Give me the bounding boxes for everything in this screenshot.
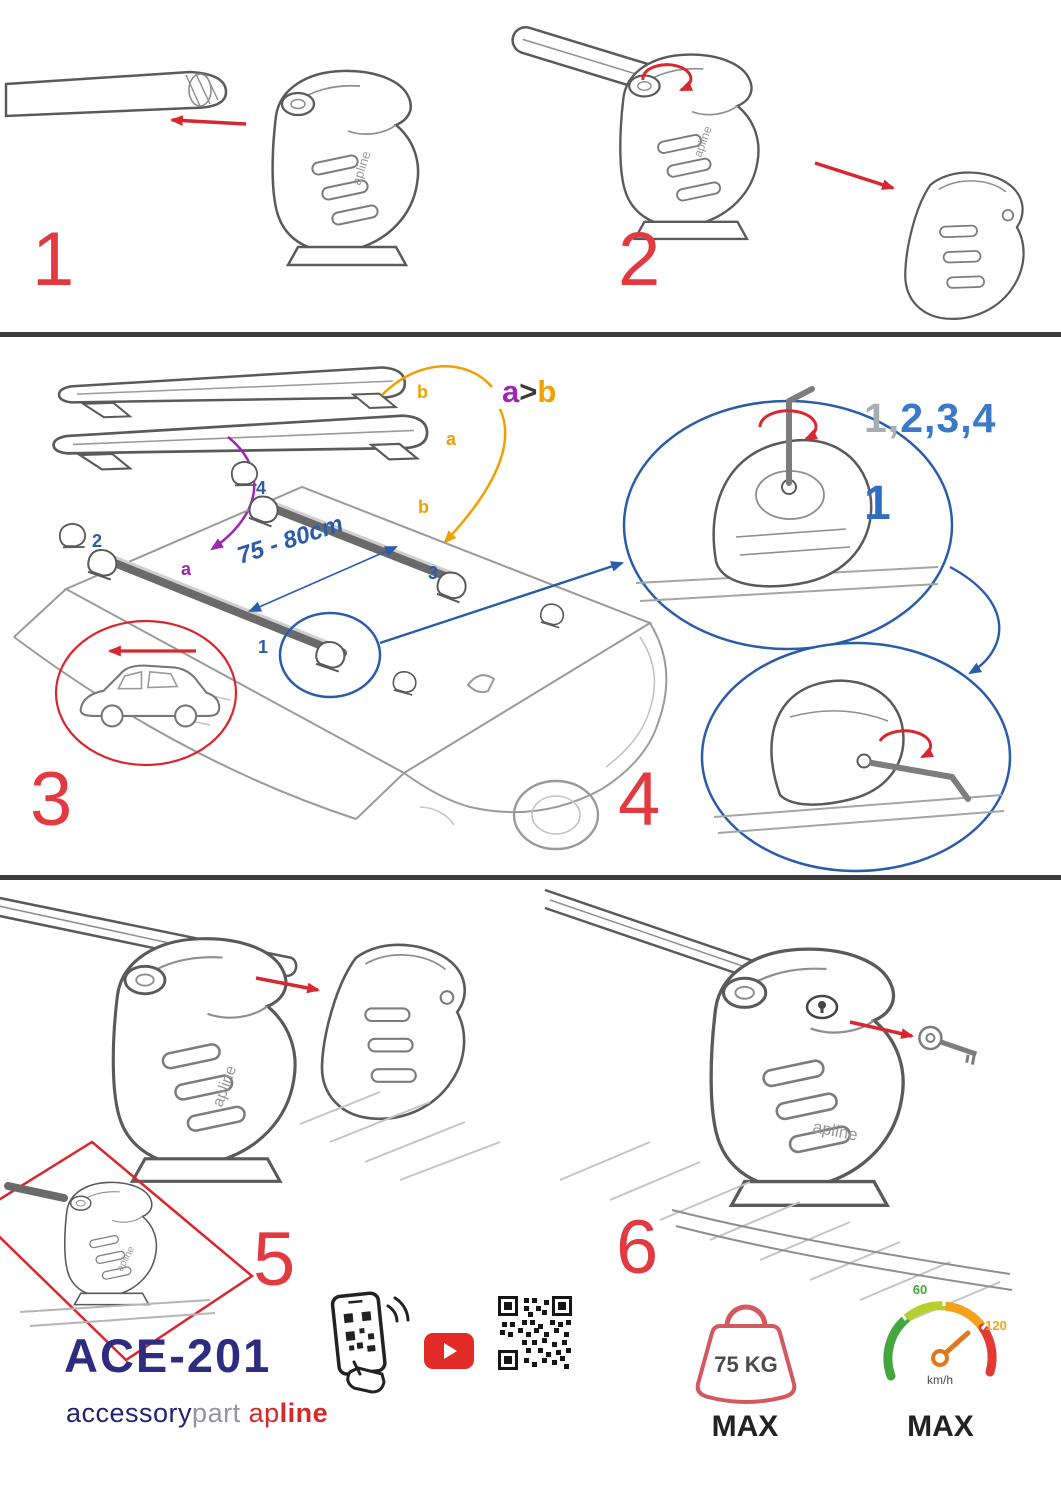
roof-number-1: 1 [258,637,269,657]
brand-accessory: accessory [66,1398,193,1428]
roof-number-4: 4 [256,478,267,498]
section-divider-1 [0,332,1061,337]
foot-cover-illustration: apline [511,25,1036,330]
roof-surface-hatch [559,1141,1001,1321]
phone-scan-icon [330,1291,410,1394]
cover-attach-illustration: apline [0,896,501,1183]
order-a-before-b: a>b [502,376,556,407]
lock-key-illustration: apline [544,888,1013,1321]
speed-max-label: MAX [907,1410,974,1443]
model-name: ACE-201 [64,1329,272,1382]
guide-arrow-orange [443,408,507,544]
dimension-arrow [248,546,398,612]
sequence-accent: 2,3,4 [900,395,997,441]
weight-value: 75 KG [714,1352,778,1377]
step-4-number: 4 [618,757,660,842]
brand-part: part [192,1398,241,1428]
detail-connector-curve [949,565,1001,675]
key-icon [918,1025,978,1065]
attach-arrow [814,161,896,190]
focus-circle [278,611,382,699]
illustration-steps-3-4 [13,365,1012,873]
roof-bar-a-label: a [181,559,192,579]
rotate-arrow [641,63,694,92]
roof-bars [57,459,567,697]
bar-a-label: a [446,429,457,449]
car-direction-circle [54,619,238,767]
step-1-number: 1 [32,217,74,302]
roof-surface-hatch [299,1091,501,1181]
roof-number-3: 3 [428,563,439,583]
roof-bar-b-label: b [418,497,429,517]
foot-assembly-illustration [271,69,420,267]
guide-arrow-purple [210,436,256,551]
step-6-number: 6 [616,1205,658,1290]
youtube-icon [424,1333,474,1369]
hand-icon [346,1366,386,1394]
rotate-arrow [758,409,819,441]
compare-gt: > [519,374,538,409]
foot-cover-piece [897,163,1036,330]
detail-view-tighten-top [622,386,954,651]
illustration-steps-1-2: apline apline [4,25,1036,330]
hex-key-horizontal [869,760,955,780]
sequence-label: 1,2,3,4 [864,398,996,439]
roof-number-2: 2 [92,531,103,551]
section-divider-2 [0,875,1061,880]
key-insert-arrow [849,1020,915,1039]
step-5-number: 5 [253,1217,295,1302]
speed-max: 120 [985,1318,1007,1333]
speed-limit-icon: 60 120 km/h [883,1282,1007,1387]
insert-arrow [169,115,247,126]
brand-wordmark: accessorypart apline [66,1400,328,1427]
illustration-steps-5-6: apline apline apline [0,888,1013,1362]
crossbar-end-illustration [4,70,228,118]
speed-unit: km/h [927,1373,953,1387]
detail-view-tighten-side [700,641,1012,873]
attach-arrow [255,976,321,994]
foot-cover-piece [311,932,482,1134]
mounted-foot-zone: apline [0,1140,255,1362]
brand-ap: ap [248,1398,280,1428]
rotate-arrow [878,729,935,759]
step-2-number: 2 [618,217,660,302]
guide-line-orange [381,365,493,396]
qr-code-icon [498,1296,572,1370]
detail-connector-line [379,561,625,645]
sequence-muted: 1, [864,395,901,441]
weight-limit-icon: 75 KG [695,1304,797,1404]
car-roof-sketch [13,485,668,851]
detail-callout-1: 1 [864,477,891,530]
speed-min: 60 [913,1282,927,1297]
car-side-view [79,664,221,728]
brand-line: line [279,1398,329,1428]
step-3-number: 3 [30,757,72,842]
crossbar-b-illustration [57,365,407,421]
weight-max-label: MAX [711,1410,779,1443]
compare-b: b [537,374,557,409]
compare-a: a [502,374,520,409]
bar-b-label: b [417,382,428,402]
